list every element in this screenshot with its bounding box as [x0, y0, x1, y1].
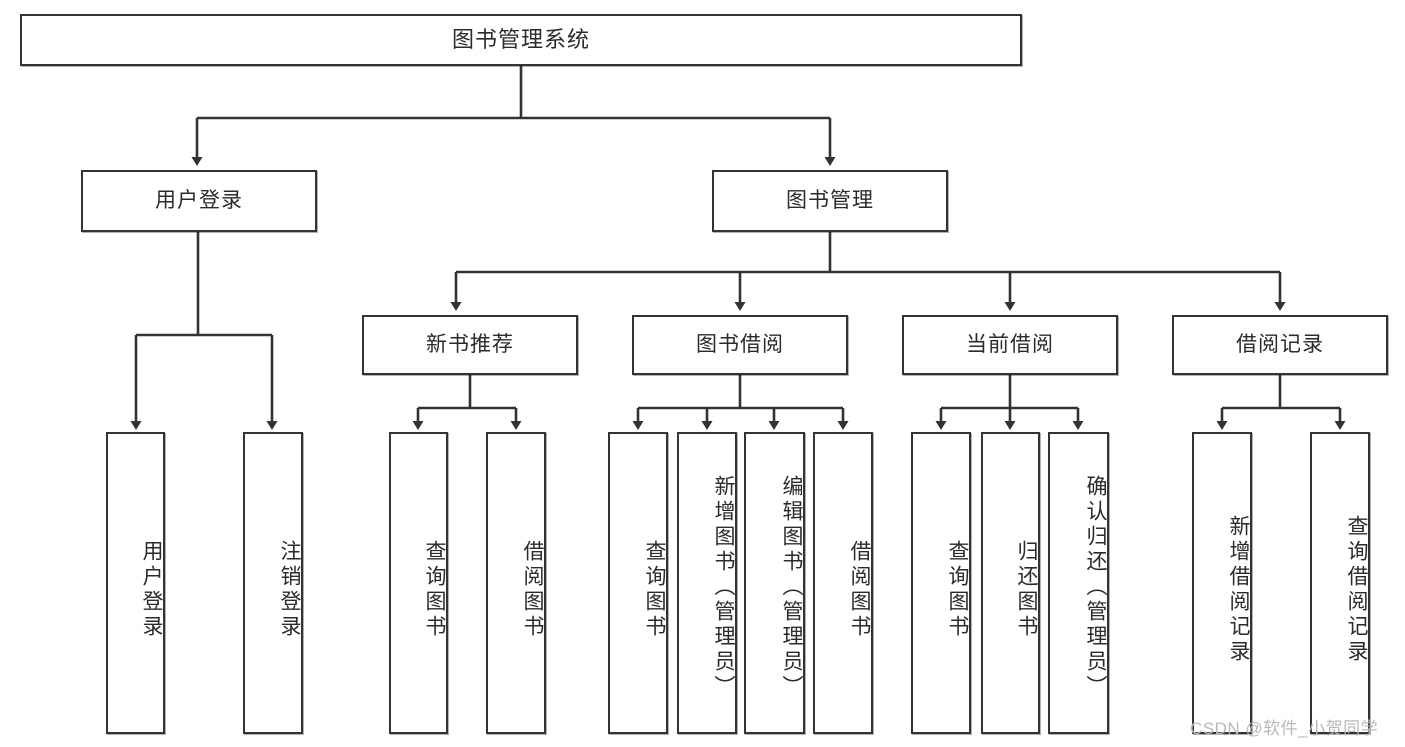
leaf-query-book-current[interactable]: 查询图书	[911, 432, 971, 734]
leaf-confirm-return-admin[interactable]: 确认归还（管理员）	[1048, 432, 1109, 734]
leaf-query-book-recommend[interactable]: 查询图书	[389, 432, 448, 734]
node-root-book-management-system[interactable]: 图书管理系统	[20, 14, 1022, 66]
leaf-query-book-borrow[interactable]: 查询图书	[608, 432, 668, 734]
node-current-borrow[interactable]: 当前借阅	[902, 315, 1118, 375]
leaf-borrow-book-recommend[interactable]: 借阅图书	[486, 432, 546, 734]
leaf-user-login[interactable]: 用户登录	[106, 432, 165, 734]
node-new-book-recommend[interactable]: 新书推荐	[362, 315, 578, 375]
leaf-borrow-book-borrow[interactable]: 借阅图书	[813, 432, 873, 734]
leaf-query-borrow-record[interactable]: 查询借阅记录	[1310, 432, 1370, 734]
node-book-borrow[interactable]: 图书借阅	[632, 315, 848, 375]
node-borrow-record[interactable]: 借阅记录	[1172, 315, 1388, 375]
node-user-login[interactable]: 用户登录	[81, 170, 317, 232]
leaf-return-book[interactable]: 归还图书	[981, 432, 1040, 734]
csdn-watermark: CSDN @软件_小贺同学	[1190, 719, 1379, 738]
leaf-add-book-admin[interactable]: 新增图书（管理员）	[677, 432, 737, 734]
leaf-add-borrow-record[interactable]: 新增借阅记录	[1192, 432, 1252, 734]
leaf-user-logout[interactable]: 注销登录	[243, 432, 303, 734]
node-book-management[interactable]: 图书管理	[712, 170, 948, 232]
leaf-edit-book-admin[interactable]: 编辑图书（管理员）	[744, 432, 805, 734]
